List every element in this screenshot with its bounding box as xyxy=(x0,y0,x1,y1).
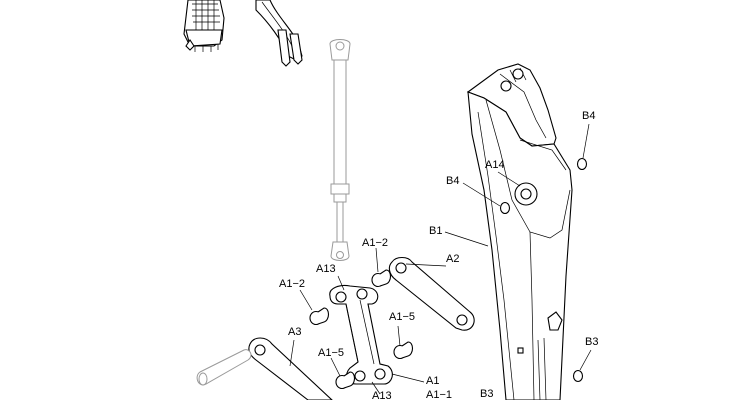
arm-linkage-sketch xyxy=(255,0,303,67)
link-assembly-a1 xyxy=(329,284,393,385)
bushing-a1-2-lower xyxy=(309,307,330,326)
label-b4-left: B4 xyxy=(446,175,459,187)
label-a14: A14 xyxy=(485,159,505,171)
label-b3-right: B3 xyxy=(585,336,598,348)
bushing-a1-5-left xyxy=(335,371,356,390)
label-a13-lower: A13 xyxy=(372,390,392,400)
bushing-a1-5-right xyxy=(393,341,414,360)
label-a1: A1 xyxy=(426,375,439,387)
label-b3-bottom: B3 xyxy=(480,388,493,400)
label-a1-2-lower: A1−2 xyxy=(279,278,305,290)
o-ring-b4-right xyxy=(576,157,588,171)
label-a2: A2 xyxy=(446,253,459,265)
bucket-assembly-sketch xyxy=(183,0,225,52)
pin-ghost xyxy=(196,349,252,386)
label-a3: A3 xyxy=(288,326,301,338)
label-a1-5-right: A1−5 xyxy=(389,311,415,323)
boom-b1 xyxy=(466,63,573,400)
label-a13-upper: A13 xyxy=(316,263,336,275)
label-b4-right: B4 xyxy=(582,110,595,122)
part-labels: B4 A14 B4 B1 A1−2 A2 A13 A1−2 A1−5 A3 B3… xyxy=(279,110,598,400)
link-a3 xyxy=(248,337,333,400)
label-a1-5-left: A1−5 xyxy=(318,347,344,359)
label-a1-1: A1−1 xyxy=(426,389,452,400)
label-b1: B1 xyxy=(429,225,442,237)
o-ring-b4-left xyxy=(499,201,511,215)
label-a1-2-upper: A1−2 xyxy=(362,237,388,249)
hydraulic-cylinder xyxy=(329,39,351,261)
o-ring-b3 xyxy=(572,369,584,383)
link-a2 xyxy=(388,256,475,331)
bushing-a1-2-upper xyxy=(371,269,392,288)
leader-lines xyxy=(289,123,592,395)
